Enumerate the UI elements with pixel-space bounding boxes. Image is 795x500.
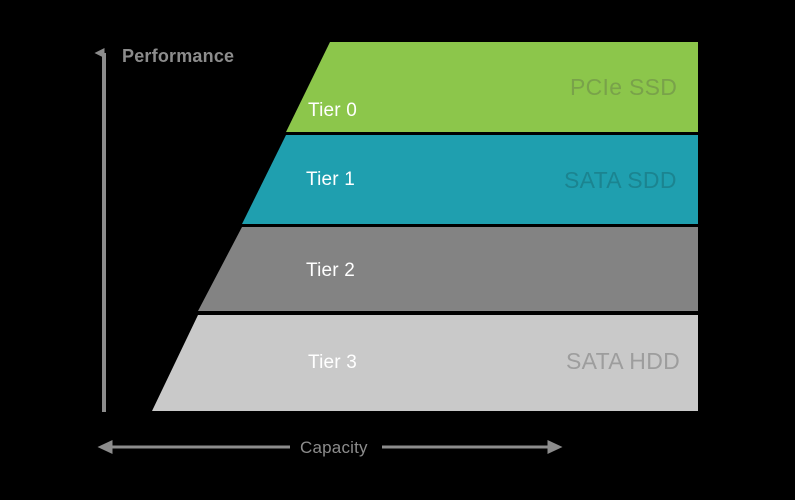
tier-band-3 [152,315,698,411]
media-label-1: SATA SDD [564,167,677,193]
tier-label-1: Tier 1 [306,169,356,190]
tier-band-0 [286,42,698,132]
capacity-axis-label: Capacity [300,438,368,457]
tier-band-1 [242,135,698,224]
tier-label-0: Tier 0 [308,100,358,121]
tier-label-3: Tier 3 [308,352,358,373]
media-label-0: PCIe SSD [570,74,678,100]
tier-label-2: Tier 2 [306,260,356,281]
tier-band-2 [198,227,698,311]
media-label-3: SATA HDD [566,348,681,374]
performance-axis-label: Performance [122,46,235,66]
